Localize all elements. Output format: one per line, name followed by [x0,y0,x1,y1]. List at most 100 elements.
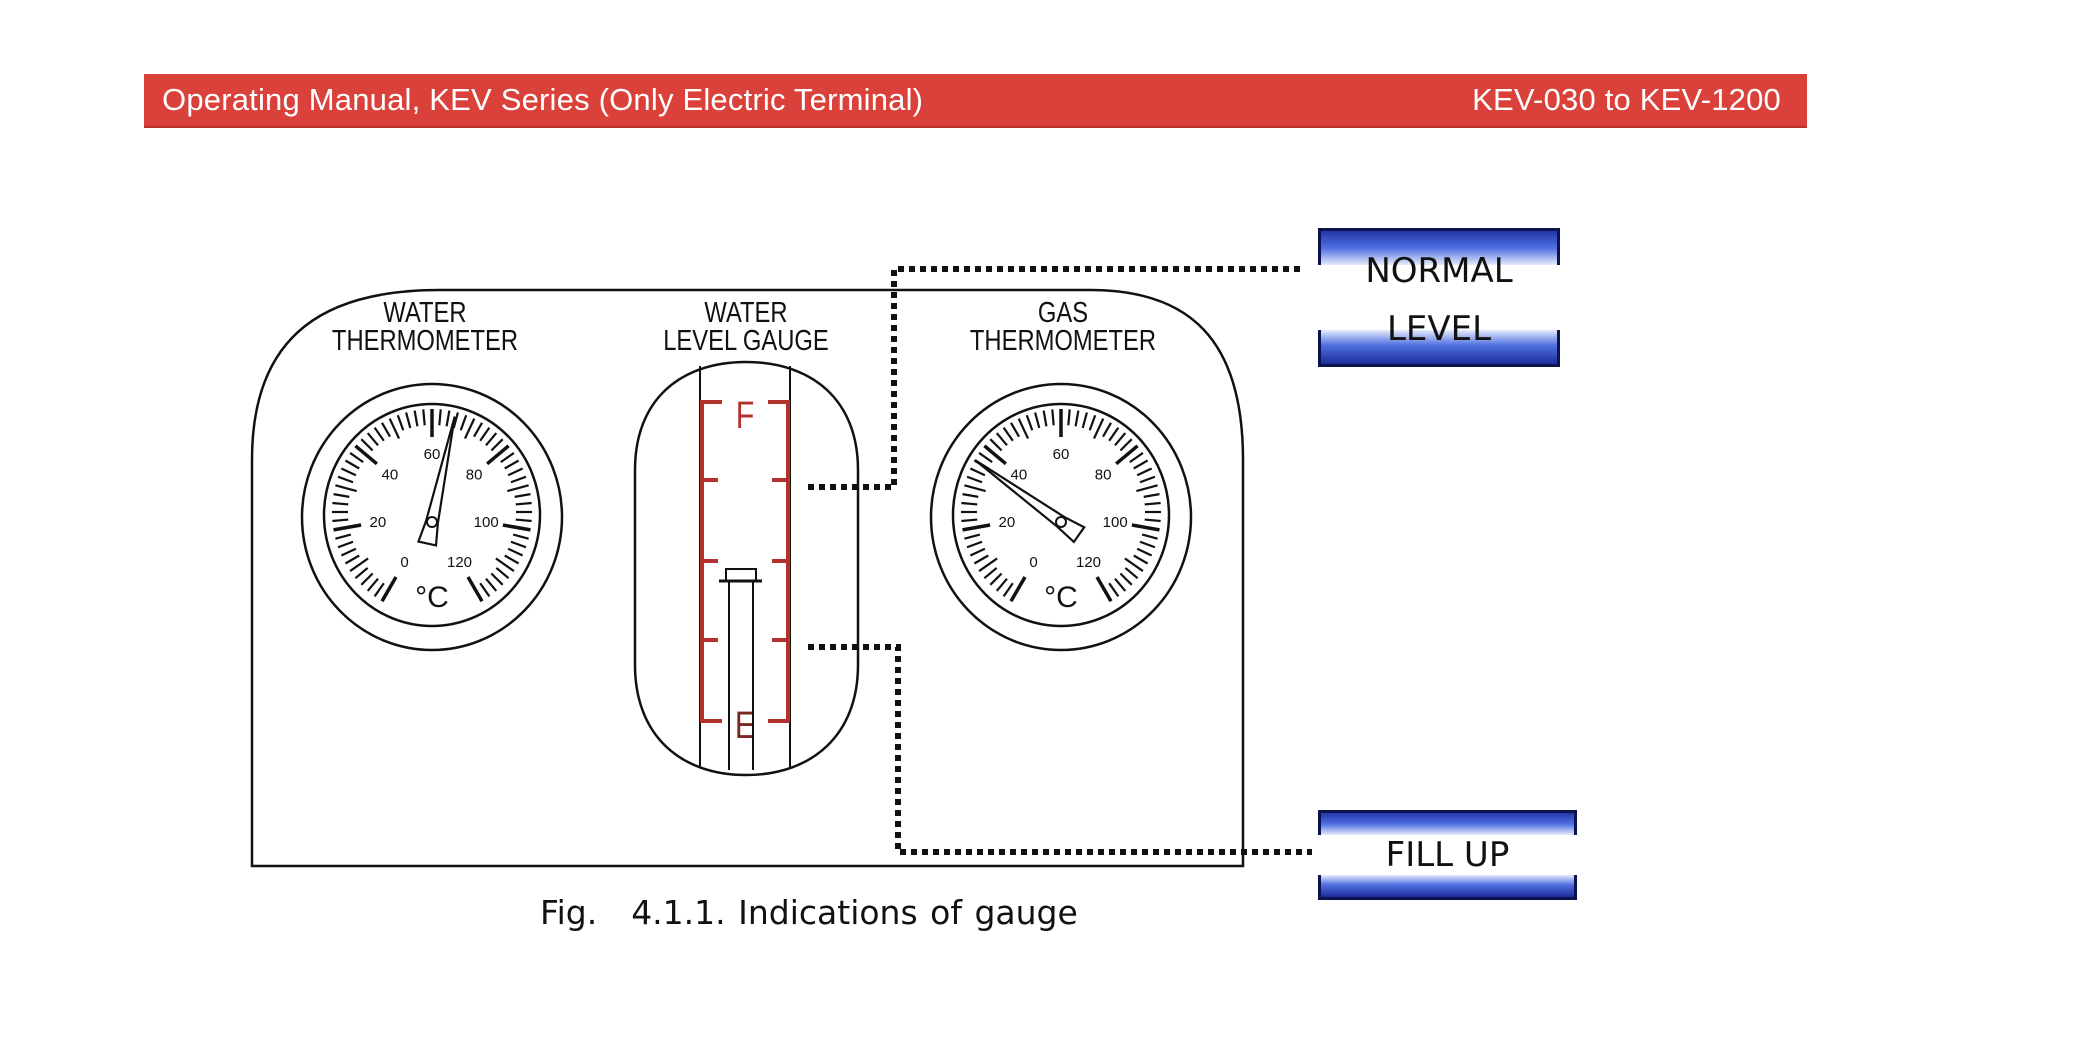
gas-thermometer-scale-label: 120 [1076,554,1101,571]
page-header-bar: Operating Manual, KEV Series (Only Elect… [144,74,1807,128]
gas-thermometer-tick [1034,412,1041,429]
gas-thermometer-tick [1139,540,1156,549]
water-thermometer-tick [463,418,476,440]
gas-thermometer-tick [961,518,978,523]
header-model-range: KEV-030 to KEV-1200 [1472,82,1781,117]
fill-up-callout: FILL UP [1318,810,1577,900]
gas-thermometer-tick [1133,554,1149,565]
gauge-panel-outline [250,288,1245,868]
gas-thermometer-scale-label: 40 [1011,467,1028,484]
water-thermometer-tick [337,475,354,484]
gas-thermometer-scale-label: 60 [1053,446,1070,463]
gas-thermometer-tick [1119,438,1133,452]
water-thermometer-tick [502,523,531,532]
gas-thermometer-title-line2: THERMOMETER [970,324,1156,357]
water-thermometer-tick [507,484,529,493]
water-thermometer-tick [495,567,510,580]
water-thermometer-scale-label: 40 [382,467,399,484]
water-thermometer-tick [479,582,491,598]
gas-thermometer-tick [1124,557,1144,572]
water-thermometer-tick [510,475,527,484]
gas-thermometer-tick [1042,410,1048,427]
gas-thermometer-scale-label: 0 [1029,554,1037,571]
water-thermometer-tick [340,467,357,477]
normal-level-callout: NORMAL LEVEL [1318,228,1560,367]
water-thermometer-needle-hub [426,516,438,528]
gas-thermometer-tick [1017,418,1030,440]
gas-thermometer-tick [1114,577,1127,592]
water-thermometer-tick [405,412,412,429]
gas-thermometer-needle-hub [1055,516,1067,528]
figure-caption-prefix: Fig. [540,893,598,932]
gas-thermometer-tick [1009,576,1027,603]
gas-thermometer-title: GAS THERMOMETER [970,296,1156,357]
gas-thermometer-tick [1051,409,1055,426]
gas-thermometer-tick [973,554,989,565]
water-thermometer-tick [373,426,385,442]
water-thermometer-tick [366,432,379,447]
water-level-gauge-title: WATER LEVEL GAUGE [663,296,829,357]
water-thermometer-tick [340,547,357,557]
water-thermometer-tick [504,554,520,565]
water-thermometer-tick [515,501,532,506]
normal-level-line1: NORMAL [1365,250,1513,291]
water-thermometer-tick [504,459,520,470]
gas-thermometer-tick [1067,409,1071,426]
water-thermometer-needle [416,416,456,547]
water-thermometer-tick [335,484,357,493]
gas-thermometer-tick [1144,518,1161,523]
fill-up-label: FILL UP [1385,835,1510,875]
water-thermometer-scale-label: 60 [424,446,441,463]
water-thermometer-tick [337,540,354,549]
water-thermometer-title: WATER THERMOMETER [332,296,518,357]
gas-thermometer-tick [962,493,979,498]
water-thermometer-tick [485,432,498,447]
water-thermometer-tick [500,452,515,463]
gas-thermometer-ticks [961,409,1161,603]
water-thermometer-tick [422,409,426,426]
water-thermometer-tick [388,418,401,440]
water-level-gauge: F E [633,360,860,777]
water-thermometer-tick [514,493,531,498]
gas-thermometer-tick [1108,426,1120,442]
gas-thermometer-needle-pointer [974,459,1086,544]
gas-thermometer-tick [1074,410,1080,427]
gas-thermometer-scale-label: 100 [1103,514,1128,531]
water-thermometer-tick [332,501,349,506]
gas-thermometer-tick [978,452,993,463]
water-thermometer-tick [354,567,369,580]
gas-thermometer-tick [962,523,991,532]
gas-thermometer-tick [1002,582,1014,598]
water-thermometer-tick [354,444,378,466]
header-manual-title: Operating Manual, KEV Series (Only Elect… [162,82,924,117]
gas-thermometer-tick [1144,501,1161,506]
gas-thermometer-tick [995,432,1008,447]
gas-thermometer-tick [1088,414,1097,431]
water-thermometer-tick [466,576,484,603]
water-thermometer-tick [349,452,364,463]
water-thermometer-tick [381,422,391,438]
water-thermometer-tick [360,438,374,452]
gas-thermometer-tick [1141,533,1158,540]
water-thermometer-tick [495,557,515,572]
water-thermometer-tick [445,410,451,427]
level-gauge-capsule [633,360,860,777]
gas-thermometer-tick [969,547,986,557]
leader-line-fill-up [808,644,1312,855]
level-gauge-scale-marks [700,400,790,723]
gas-thermometer-tick [1102,422,1112,438]
gas-thermometer-tick [1010,422,1020,438]
gas-thermometer-unit: °C [1044,581,1078,614]
gas-thermometer-tick [1025,414,1034,431]
water-thermometer-scale-label: 0 [400,554,408,571]
gas-thermometer-tick [983,567,998,580]
water-thermometer-tick [373,582,385,598]
gas-thermometer-scale-label: 80 [1095,467,1112,484]
gas-thermometer-tick [961,501,978,506]
water-thermometer-tick [515,518,532,523]
water-thermometer-needle-pointer [416,416,456,547]
gas-thermometer-tick [1133,459,1149,470]
water-thermometer-tick [473,422,483,438]
gas-thermometer-tick [1124,567,1139,580]
